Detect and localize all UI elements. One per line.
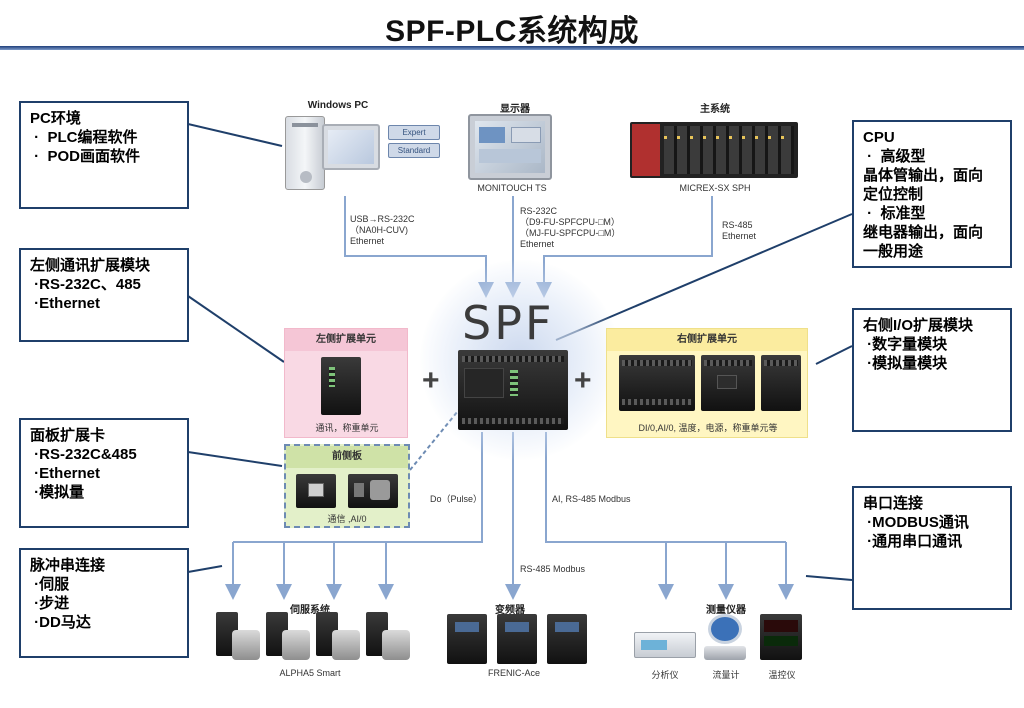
pointer-left (187, 295, 285, 363)
callout-right-io-module: 右侧I/O扩展模块 ·数字量模块 ·模拟量模块 (852, 308, 1012, 432)
host-caption: MICREX-SX SPH (679, 183, 751, 193)
spf-logo: SPF (462, 296, 555, 350)
pointer-panel (187, 451, 283, 467)
left-module-icon (321, 357, 361, 415)
servo-icon-2 (266, 612, 310, 664)
servo-icon-4 (366, 612, 410, 664)
pointer-serial (805, 575, 853, 581)
wire-meter-bus (545, 432, 787, 592)
temp-controller-caption: 温控仪 (768, 670, 796, 680)
servo-icon-3 (316, 612, 360, 664)
inverter-label: 变频器 (495, 605, 525, 616)
front-panel-header: 前侧板 (286, 446, 408, 468)
host-link-label: RS-485 Ethernet (722, 220, 757, 241)
pc-monitor-icon (322, 124, 380, 170)
flowmeter-caption: 流量计 (712, 670, 740, 680)
right-expansion-caption: DI/0,AI/0, 温度，电源，称重单元等 (638, 423, 778, 433)
callout-panel-card: 面板扩展卡 ·RS-232C&485 ·Ethernet ·模拟量 (19, 418, 189, 528)
flowmeter-icon (704, 614, 746, 664)
inverter-icon-2 (497, 614, 537, 664)
right-module-3-icon (761, 355, 801, 411)
display-caption: MONITOUCH TS (477, 183, 547, 193)
inverter-icon-3 (547, 614, 587, 664)
callout-cpu: CPU · 高级型 晶体管输出，面向 定位控制 · 标准型 继电器输出，面向 一… (852, 120, 1012, 268)
ethernet-card-icon (296, 474, 336, 508)
pc-label: Windows PC (307, 100, 369, 111)
inverter-link-label: RS-485 Modbus (520, 564, 586, 574)
left-expansion-panel: 左侧扩展单元 通讯，称重单元 (284, 328, 408, 438)
pointer-right (815, 345, 853, 365)
temp-controller-icon (760, 614, 802, 660)
page-title: SPF-PLC系统构成 (385, 15, 639, 48)
meter-link-label: AI, RS-485 Modbus (552, 494, 631, 504)
display-link-label: RS-232C （D9-FU-SPFCPU-□M） （MJ-FU-SPFCPU-… (520, 206, 621, 249)
right-module-2-icon (701, 355, 755, 411)
left-expansion-header: 左侧扩展单元 (285, 329, 407, 351)
title-rule (0, 46, 1024, 50)
serial-card-icon (348, 474, 398, 508)
callout-pc-environment: PC环境 · PLC编程软件 · POD画面软件 (19, 101, 189, 209)
wire-pulse-bus (232, 432, 483, 594)
front-panel-caption: 通信 ,AI/0 (327, 514, 367, 524)
right-expansion-header: 右侧扩展单元 (607, 329, 807, 351)
host-label: 主系统 (700, 104, 730, 115)
meter-label: 测量仪器 (706, 605, 746, 616)
expert-chip: Expert (388, 125, 440, 140)
pointer-pulse (187, 565, 223, 573)
spf-cpu-icon (458, 350, 568, 430)
analyzer-icon (634, 632, 696, 658)
servo-icon-1 (216, 612, 260, 664)
host-rack-icon (630, 122, 798, 178)
left-expansion-caption: 通讯，称重单元 (315, 423, 379, 433)
standard-chip: Standard (388, 143, 440, 158)
display-icon (468, 114, 552, 180)
servo-label: 伺服系统 (290, 605, 330, 616)
right-expansion-panel: 右侧扩展单元 DI/0,AI/0, 温度，电源，称重单元等 (606, 328, 808, 438)
inverter-icon-1 (447, 614, 487, 664)
inverter-caption: FRENIC-Ace (487, 668, 540, 678)
plus-left: + (422, 364, 440, 397)
pulse-link-label: Do（Pulse） (430, 494, 483, 504)
pc-link-label: USB→RS-232C （NA0H-CUV) Ethernet (350, 214, 415, 246)
display-label: 显示器 (500, 104, 530, 115)
servo-caption: ALPHA5 Smart (279, 668, 341, 678)
plus-right: + (574, 364, 592, 397)
front-panel: 前侧板 通信 ,AI/0 (284, 444, 410, 528)
callout-left-comm-module: 左侧通讯扩展模块 ·RS-232C、485 ·Ethernet (19, 248, 189, 342)
pointer-pc (187, 123, 283, 147)
analyzer-caption: 分析仪 (651, 670, 679, 680)
callout-serial-connection: 串口连接 ·MODBUS通讯 ·通用串口通讯 (852, 486, 1012, 610)
right-module-1-icon (619, 355, 695, 411)
callout-pulse-connection: 脉冲串连接 ·伺服 ·步进 ·DD马达 (19, 548, 189, 658)
pc-tower-icon (285, 116, 325, 190)
